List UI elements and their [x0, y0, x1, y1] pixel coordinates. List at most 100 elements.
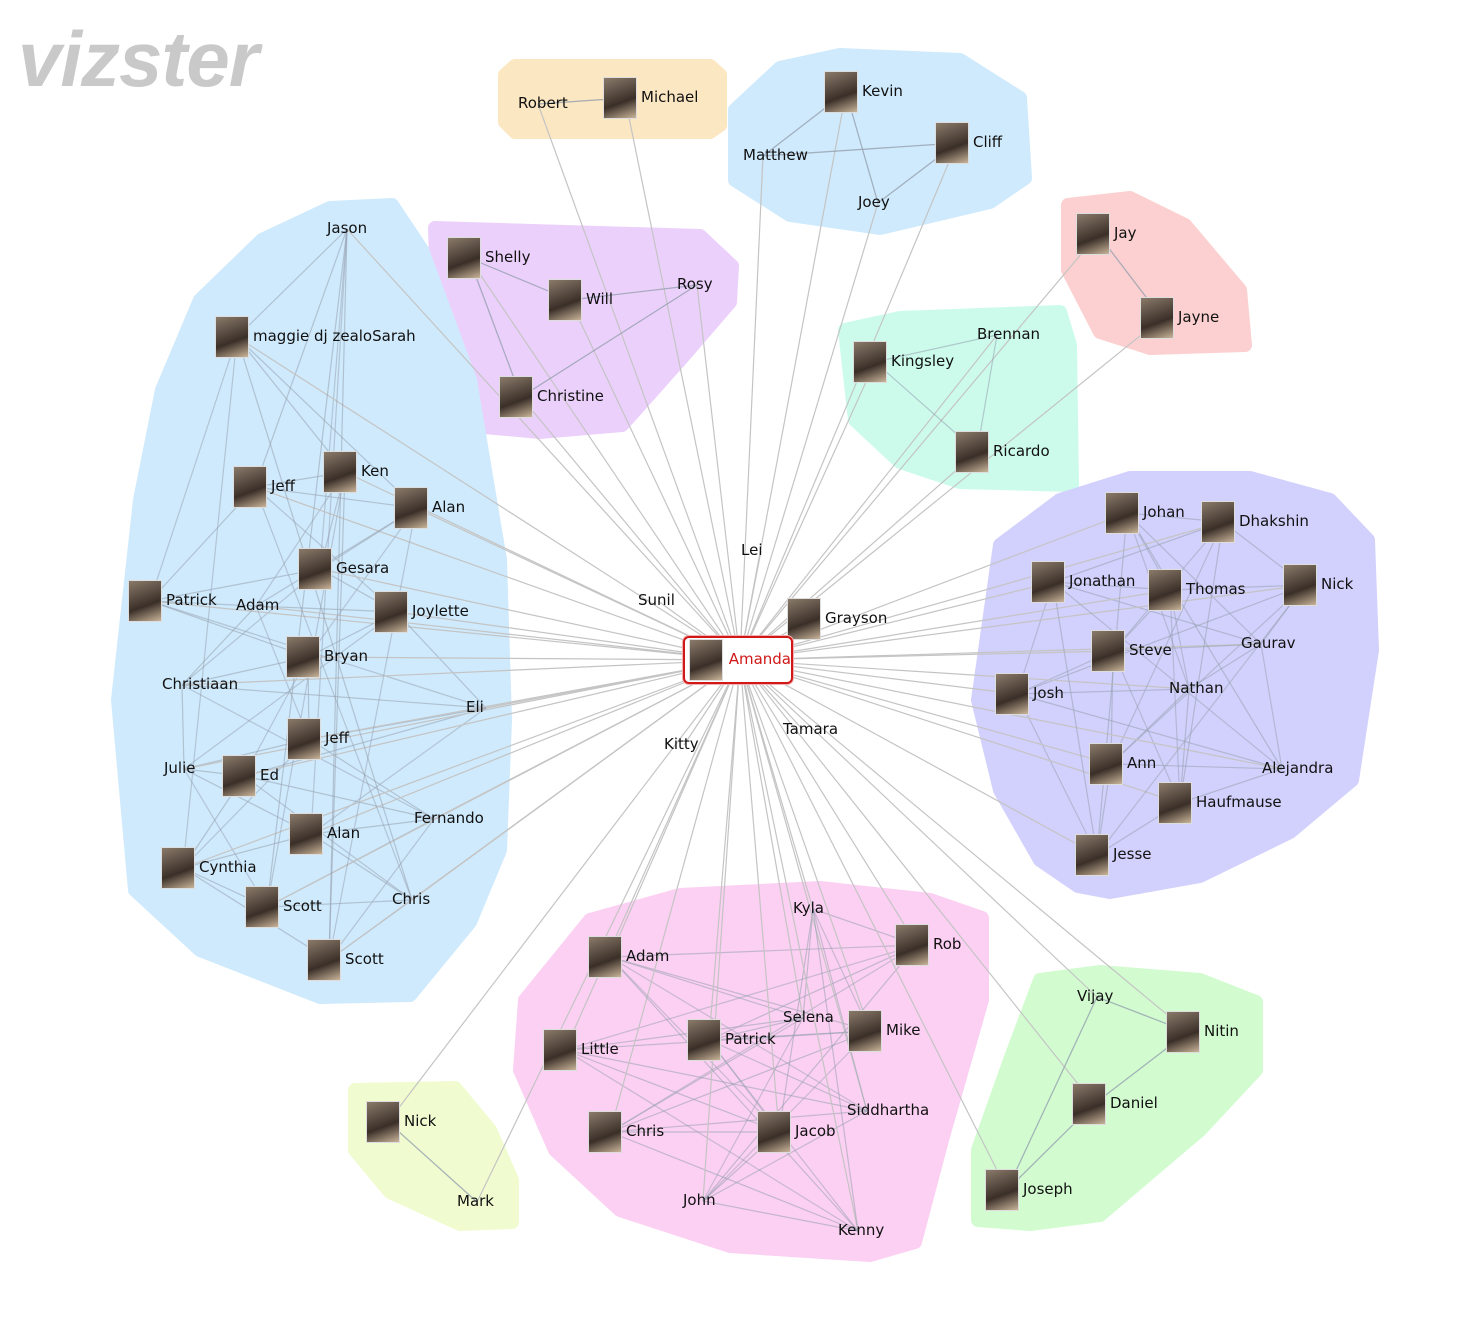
- node-daniel[interactable]: Daniel: [1072, 1083, 1158, 1125]
- node-ricardo[interactable]: Ricardo: [955, 431, 1050, 473]
- node-vijay[interactable]: Vijay: [1077, 987, 1113, 1006]
- node-scott[interactable]: Scott: [307, 939, 384, 981]
- node-mike[interactable]: Mike: [848, 1010, 921, 1052]
- node-eli[interactable]: Eli: [466, 698, 484, 717]
- edge: [255, 471, 346, 607]
- node-brennan[interactable]: Brennan: [977, 325, 1040, 344]
- node-little[interactable]: Little: [543, 1029, 619, 1071]
- node-kevin[interactable]: Kevin: [824, 71, 903, 113]
- edge: [609, 956, 804, 1019]
- node-ed[interactable]: Ed: [222, 755, 279, 797]
- node-steve[interactable]: Steve: [1091, 630, 1172, 672]
- node-will[interactable]: Will: [548, 279, 613, 321]
- node-kyla[interactable]: Kyla: [793, 899, 824, 918]
- edge: [181, 568, 321, 686]
- profile-photo: [374, 591, 408, 633]
- node-scott[interactable]: Scott: [245, 886, 322, 928]
- node-kitty[interactable]: Kitty: [664, 735, 699, 754]
- node-jonathan[interactable]: Jonathan: [1031, 561, 1135, 603]
- node-christiaan[interactable]: Christiaan: [162, 675, 238, 694]
- node-alejandra[interactable]: Alejandra: [1262, 759, 1334, 778]
- edge: [702, 1017, 804, 1202]
- node-shelly[interactable]: Shelly: [447, 237, 530, 279]
- edge: [266, 471, 346, 908]
- edge: [708, 1017, 804, 1041]
- node-jason[interactable]: Jason: [327, 219, 367, 238]
- node-julie[interactable]: Julie: [164, 759, 196, 778]
- edge: [1110, 688, 1190, 765]
- node-fernando[interactable]: Fernando: [414, 809, 484, 828]
- edge: [609, 956, 868, 1112]
- node-siddhartha[interactable]: Siddhartha: [847, 1101, 929, 1120]
- node-thomas[interactable]: Thomas: [1148, 569, 1245, 611]
- edge-to-center: [739, 589, 1171, 661]
- center-node-amanda[interactable]: Amanda: [683, 636, 793, 684]
- edge: [1096, 512, 1128, 856]
- node-josh[interactable]: Josh: [995, 673, 1064, 715]
- profile-photo: [1091, 630, 1125, 672]
- node-rosy[interactable]: Rosy: [677, 275, 713, 294]
- edge: [254, 486, 413, 901]
- edge: [1096, 584, 1306, 856]
- node-kenny[interactable]: Kenny: [838, 1221, 884, 1240]
- node-tamara[interactable]: Tamara: [783, 720, 838, 739]
- node-jayne[interactable]: Jayne: [1140, 297, 1219, 339]
- node-kingsley[interactable]: Kingsley: [853, 341, 954, 383]
- node-chris[interactable]: Chris: [392, 890, 430, 909]
- node-lei[interactable]: Lei: [741, 541, 763, 560]
- node-jay[interactable]: Jay: [1076, 213, 1137, 255]
- node-ken[interactable]: Ken: [323, 451, 389, 493]
- node-patrick[interactable]: Patrick: [687, 1019, 776, 1061]
- node-nick[interactable]: Nick: [366, 1101, 436, 1143]
- node-jesse[interactable]: Jesse: [1075, 834, 1152, 876]
- node-jeff[interactable]: Jeff: [287, 718, 349, 760]
- node-adam[interactable]: Adam: [588, 936, 669, 978]
- edge: [1112, 650, 1181, 804]
- node-label: Alejandra: [1262, 759, 1334, 777]
- edge-to-center: [266, 659, 741, 908]
- edge: [609, 1110, 868, 1133]
- node-joey[interactable]: Joey: [858, 193, 890, 212]
- node-christine[interactable]: Christine: [499, 376, 604, 418]
- node-mark[interactable]: Mark: [457, 1192, 494, 1211]
- node-dhakshin[interactable]: Dhakshin: [1201, 501, 1309, 543]
- node-label: Dhakshin: [1239, 512, 1309, 530]
- node-chris[interactable]: Chris: [588, 1111, 664, 1153]
- edge: [564, 944, 918, 1051]
- node-cliff[interactable]: Cliff: [935, 122, 1002, 164]
- profile-photo: [848, 1010, 882, 1052]
- edge: [468, 257, 522, 398]
- node-robert[interactable]: Robert: [518, 94, 568, 113]
- node-joseph[interactable]: Joseph: [985, 1169, 1073, 1211]
- node-patrick[interactable]: Patrick: [128, 580, 217, 622]
- node-alan[interactable]: Alan: [394, 487, 465, 529]
- edge-to-center: [149, 600, 741, 661]
- node-john[interactable]: John: [683, 1191, 716, 1210]
- edge: [328, 471, 346, 961]
- node-johan[interactable]: Johan: [1105, 492, 1185, 534]
- node-cynthia[interactable]: Cynthia: [161, 847, 257, 889]
- node-matthew[interactable]: Matthew: [743, 146, 808, 165]
- node-haufmause[interactable]: Haufmause: [1158, 782, 1282, 824]
- node-adam[interactable]: Adam: [236, 596, 279, 615]
- node-alan[interactable]: Alan: [289, 813, 360, 855]
- node-jeff[interactable]: Jeff: [233, 466, 295, 508]
- node-nathan[interactable]: Nathan: [1169, 679, 1224, 698]
- node-maggie-dj-zealosarah[interactable]: maggie dj zealoSarah: [215, 316, 416, 358]
- node-nitin[interactable]: Nitin: [1166, 1011, 1239, 1053]
- node-ann[interactable]: Ann: [1089, 743, 1156, 785]
- node-rob[interactable]: Rob: [895, 924, 961, 966]
- node-label: Rob: [933, 935, 962, 953]
- node-gaurav[interactable]: Gaurav: [1241, 634, 1296, 653]
- node-label: Jeff: [325, 729, 349, 747]
- node-sunil[interactable]: Sunil: [638, 591, 675, 610]
- node-joylette[interactable]: Joylette: [374, 591, 469, 633]
- node-grayson[interactable]: Grayson: [787, 598, 887, 640]
- node-jacob[interactable]: Jacob: [757, 1111, 836, 1153]
- node-nick[interactable]: Nick: [1283, 564, 1353, 606]
- node-gesara[interactable]: Gesara: [298, 548, 389, 590]
- node-michael[interactable]: Michael: [603, 77, 698, 119]
- node-selena[interactable]: Selena: [783, 1008, 834, 1027]
- node-bryan[interactable]: Bryan: [286, 636, 368, 678]
